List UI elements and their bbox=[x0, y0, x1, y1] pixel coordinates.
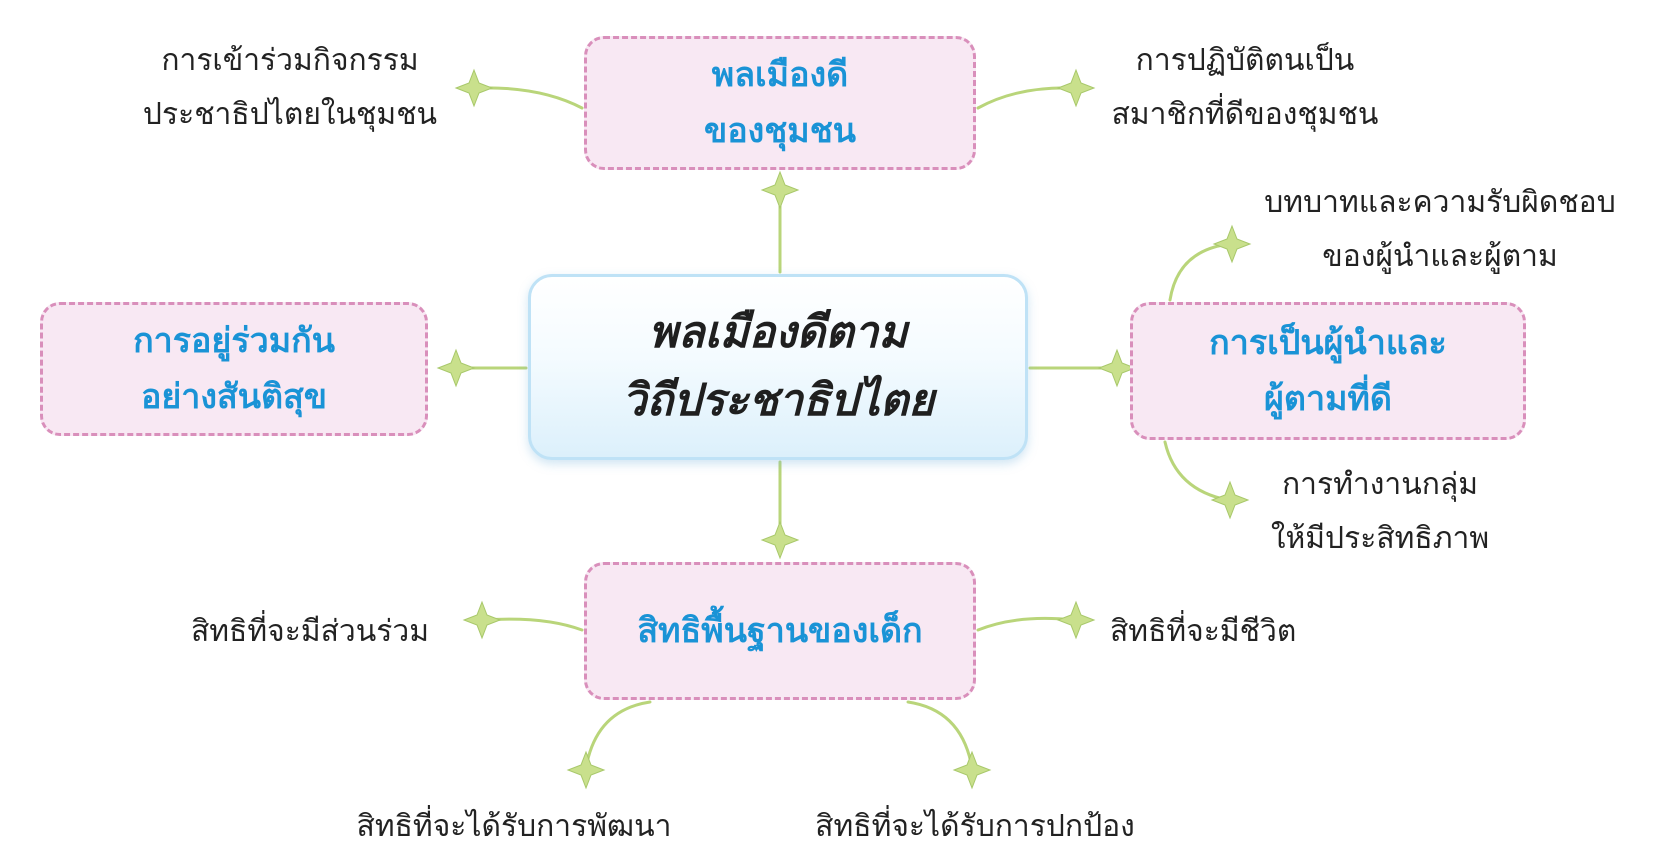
connector-top-to-leaf-right bbox=[976, 86, 1076, 110]
leaf-line: การเข้าร่วมกิจกรรม bbox=[161, 43, 419, 78]
central-topic-line-1: พลเมืองดีตาม bbox=[648, 307, 908, 358]
star-marker-icon bbox=[1210, 480, 1250, 520]
central-topic-line-2: วิถีประชาธิปไตย bbox=[621, 375, 935, 426]
topic-line: สิทธิพื้นฐานของเด็ก bbox=[637, 611, 923, 651]
topic-peaceful-coexistence: การอยู่ร่วมกัน อย่างสันติสุข bbox=[40, 302, 428, 436]
connector-top-to-leaf-left bbox=[474, 86, 584, 110]
leaf-line: สมาชิกที่ดีของชุมชน bbox=[1111, 97, 1379, 132]
connector-bottom-to-leaf-lower-left bbox=[584, 700, 652, 770]
star-marker-icon bbox=[454, 68, 494, 108]
leaf-line: ประชาธิปไตยในชุมชน bbox=[142, 97, 438, 132]
star-marker-icon bbox=[566, 750, 606, 790]
star-marker-icon bbox=[952, 750, 992, 790]
star-marker-icon bbox=[1212, 224, 1252, 264]
leaf-line: สิทธิที่จะได้รับการพัฒนา bbox=[356, 809, 672, 844]
leaf-line: บทบาทและความรับผิดชอบ bbox=[1264, 185, 1616, 220]
leaf-right-to-participate: สิทธิที่จะมีส่วนร่วม bbox=[150, 605, 470, 659]
topic-line: การเป็นผู้นำและ bbox=[1209, 323, 1447, 363]
star-marker-icon bbox=[760, 520, 800, 560]
connector-right-to-leaf-bottom bbox=[1163, 440, 1230, 502]
star-marker-icon bbox=[1056, 68, 1096, 108]
connector-bottom-to-leaf-lower-right bbox=[906, 700, 974, 770]
topic-line: การอยู่ร่วมกัน bbox=[133, 321, 335, 361]
leaf-line: การปฏิบัติตนเป็น bbox=[1135, 43, 1355, 78]
connector-right-to-leaf-top bbox=[1168, 242, 1232, 302]
leaf-line: ให้มีประสิทธิภาพ bbox=[1270, 521, 1490, 556]
leaf-roles-responsibilities: บทบาทและความรับผิดชอบ ของผู้นำและผู้ตาม bbox=[1240, 176, 1640, 284]
topic-line: พลเมืองดี bbox=[711, 55, 849, 95]
star-marker-icon bbox=[1097, 348, 1137, 388]
leaf-line: ของผู้นำและผู้ตาม bbox=[1322, 239, 1558, 274]
leaf-effective-teamwork: การทำงานกลุ่ม ให้มีประสิทธิภาพ bbox=[1230, 458, 1530, 566]
leaf-line: การทำงานกลุ่ม bbox=[1281, 467, 1479, 502]
star-marker-icon bbox=[462, 600, 502, 640]
leaf-community-democracy-activities: การเข้าร่วมกิจกรรม ประชาธิปไตยในชุมชน bbox=[120, 34, 460, 142]
topic-line: ผู้ตามที่ดี bbox=[1264, 379, 1392, 419]
leaf-line: สิทธิที่จะได้รับการปกป้อง bbox=[815, 809, 1135, 844]
leaf-right-to-development: สิทธิที่จะได้รับการพัฒนา bbox=[334, 800, 694, 854]
star-marker-icon bbox=[1056, 600, 1096, 640]
topic-line: ของชุมชน bbox=[703, 111, 857, 151]
leaf-line: สิทธิที่จะมีชีวิต bbox=[1110, 614, 1297, 649]
star-marker-icon bbox=[760, 170, 800, 210]
leaf-right-to-life: สิทธิที่จะมีชีวิต bbox=[1110, 605, 1370, 659]
leaf-right-to-protection: สิทธิที่จะได้รับการปกป้อง bbox=[790, 800, 1160, 854]
leaf-line: สิทธิที่จะมีส่วนร่วม bbox=[190, 614, 430, 649]
star-marker-icon bbox=[436, 348, 476, 388]
topic-leader-and-follower: การเป็นผู้นำและ ผู้ตามที่ดี bbox=[1130, 302, 1526, 440]
topic-line: อย่างสันติสุข bbox=[140, 377, 328, 417]
topic-good-citizen-community: พลเมืองดี ของชุมชน bbox=[584, 36, 976, 170]
central-topic: พลเมืองดีตาม วิถีประชาธิปไตย bbox=[528, 274, 1028, 460]
topic-basic-child-rights: สิทธิพื้นฐานของเด็ก bbox=[584, 562, 976, 700]
leaf-good-community-member: การปฏิบัติตนเป็น สมาชิกที่ดีของชุมชน bbox=[1080, 34, 1410, 142]
